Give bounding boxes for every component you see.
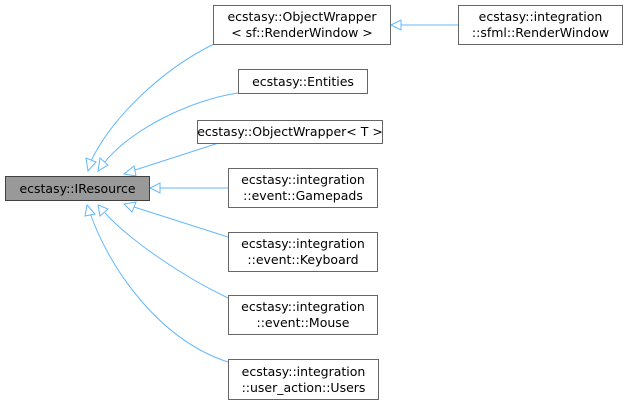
node-iresource-label: ecstasy::IResource <box>19 180 136 196</box>
node-users[interactable]: ecstasy::integration ::user_action::User… <box>228 359 379 400</box>
arrowhead-users <box>84 203 96 217</box>
node-entities[interactable]: ecstasy::Entities <box>238 69 368 94</box>
edge-mouse-to-iresource <box>104 212 229 299</box>
edge-object-wrapper-render-window-to-iresource <box>89 42 217 164</box>
node-object-wrapper-t[interactable]: ecstasy::ObjectWrapper< T > <box>197 120 383 144</box>
node-iresource[interactable]: ecstasy::IResource <box>5 176 150 201</box>
edge-entities-to-iresource <box>103 92 239 164</box>
node-sfml-render-window[interactable]: ecstasy::integration ::sfml::RenderWindo… <box>458 5 623 45</box>
node-label-line-2: ::event::Mouse <box>256 315 350 330</box>
node-label-line-2: < sf::RenderWindow > <box>231 25 373 40</box>
node-gamepads[interactable]: ecstasy::integration ::event::Gamepads <box>228 168 378 208</box>
node-label-line-1: ecstasy::integration <box>478 9 603 24</box>
node-label-line-2: ::event::Keyboard <box>247 252 359 267</box>
edge-keyboard-to-iresource <box>133 206 229 238</box>
node-label-line-1: ecstasy::integration <box>241 236 365 251</box>
arrowhead-sfml-render-window <box>389 19 402 31</box>
arrowhead-mouse <box>97 204 109 217</box>
node-label-line-2: ::event::Gamepads <box>243 188 363 203</box>
arrowhead-keyboard <box>122 201 137 213</box>
edge-users-to-iresource <box>89 212 229 363</box>
node-object-wrapper-render-window[interactable]: ecstasy::ObjectWrapper < sf::RenderWindo… <box>213 5 391 45</box>
node-object-wrapper-t-label: ecstasy::ObjectWrapper< T > <box>197 124 383 139</box>
node-label-line-1: ecstasy::integration <box>241 172 365 187</box>
node-label-line-1: ecstasy::integration <box>241 363 366 379</box>
arrowhead-gamepads <box>148 182 161 194</box>
arrowhead-entities <box>97 157 109 172</box>
edge-object-wrapper-t-to-iresource <box>131 139 229 172</box>
node-entities-label: ecstasy::Entities <box>252 73 354 89</box>
node-label-line-1: ecstasy::integration <box>241 299 365 314</box>
node-mouse[interactable]: ecstasy::integration ::event::Mouse <box>228 295 378 335</box>
node-label-line-2: ::sfml::RenderWindow <box>471 25 610 40</box>
arrowhead-object-wrapper-render-window <box>85 157 97 173</box>
node-label-line-1: ecstasy::ObjectWrapper <box>227 9 377 24</box>
arrowhead-object-wrapper-t <box>122 165 137 177</box>
node-label-line-2: ::user_action::Users <box>241 379 366 395</box>
node-keyboard[interactable]: ecstasy::integration ::event::Keyboard <box>228 232 378 272</box>
